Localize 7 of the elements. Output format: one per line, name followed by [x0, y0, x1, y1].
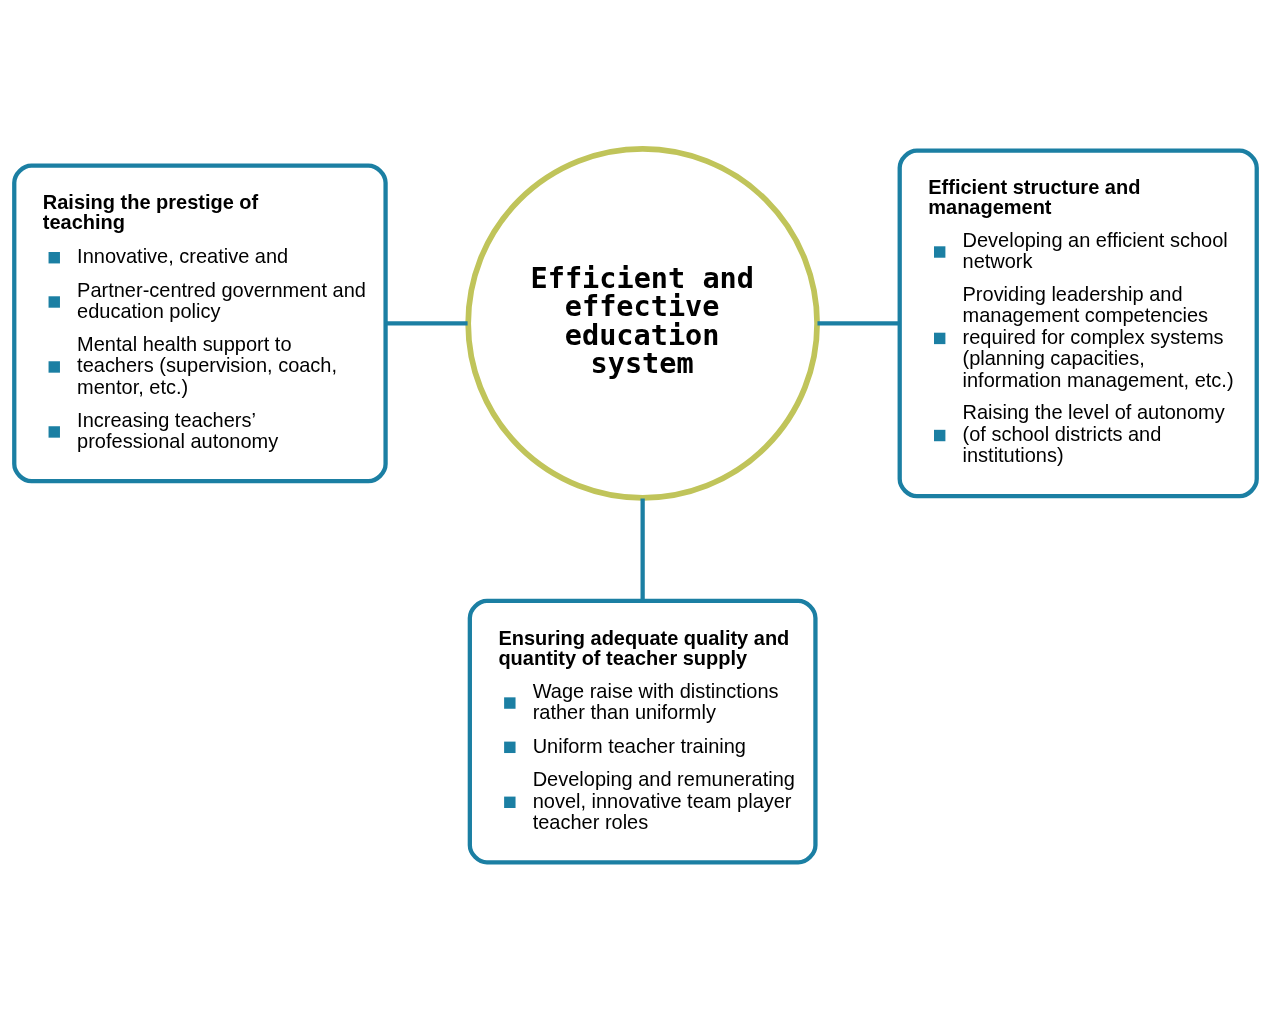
connector: [640, 498, 645, 600]
connector: [817, 320, 900, 326]
node-box: Ensuring adequate quality and quantity of teacher supply Wage raise with distinctions rather than uniformly Uniform teacher training Developing and remunerating novel, innovative team player teacher roles: [467, 598, 818, 864]
node-box: Raising the prestige of teaching Innovative, creative and Partner-centred government and education policy Mental health support to teachers (supervision, coach, mentor, etc.) Increasing teachers’ professional autonomy: [12, 162, 388, 483]
node-box: Efficient structure and management Developing an efficient school network Providing leadership and management competencies required for complex systems (planning capacities, information management, etc.) Raising the level of autonomy (of school districts and institutions): [897, 147, 1259, 498]
node-circle: Efficient and effective education system: [465, 145, 820, 501]
connector: [385, 320, 468, 326]
